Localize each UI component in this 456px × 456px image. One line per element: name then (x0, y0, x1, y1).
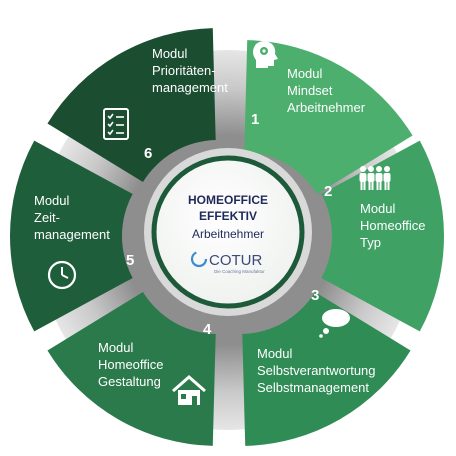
segment-shape-4 (47, 291, 216, 446)
segment-shape-2 (321, 140, 445, 332)
module-6-label-line-3: management (152, 80, 228, 95)
house-icon (172, 375, 206, 405)
module-2-number: 2 (324, 183, 332, 200)
center-title-line2: EFFEKTIV (199, 209, 257, 223)
module-6-number: 6 (144, 145, 152, 162)
module-1-label-line-3: Arbeitnehmer (287, 100, 366, 115)
module-1-label-line-1: Modul (287, 66, 323, 81)
module-5-label-line-2: Zeit- (34, 210, 60, 225)
module-3-number: 3 (311, 287, 319, 304)
module-3-label-line-1: Modul (257, 346, 293, 361)
head-gears-icon (253, 41, 278, 68)
module-2-label-line-2: Homeoffice (360, 218, 426, 233)
module-2-label-line-1: Modul (360, 201, 396, 216)
module-4-label-line-3: Gestaltung (98, 374, 161, 389)
logo-swirl-icon (190, 250, 208, 268)
module-5-label-line-1: Modul (34, 193, 70, 208)
cotur-logo: COTUR Die Coaching Manufaktur (190, 250, 265, 274)
module-4-label-line-2: Homeoffice (98, 357, 164, 372)
module-1-number: 1 (251, 111, 259, 128)
module-6-label-line-2: Prioritäten- (152, 63, 216, 78)
module-5-number: 5 (126, 252, 134, 269)
module-segments: ModulMindsetArbeitnehmer1ModulHomeoffice… (9, 28, 445, 446)
module-segment-3: ModulSelbstverantwortungSelbstmanagement… (242, 287, 411, 446)
module-3-label-line-2: Selbstverantwortung (257, 363, 376, 378)
module-1-label-line-2: Mindset (287, 83, 333, 98)
module-6-label-line-1: Modul (152, 46, 188, 61)
module-2-label-line-3: Typ (360, 235, 381, 250)
module-4-number: 4 (203, 321, 212, 338)
module-3-label-line-3: Selbstmanagement (257, 380, 369, 395)
checklist-icon (103, 108, 129, 140)
center-circle (151, 155, 305, 309)
logo-tagline: Die Coaching Manufaktur (214, 269, 265, 274)
clock-icon (47, 260, 77, 290)
center-title-line1: HOMEOFFICE (188, 193, 268, 207)
module-5-label-line-3: management (34, 227, 110, 242)
thought-bubble-icon (319, 309, 350, 338)
segment-shape-3 (242, 291, 411, 446)
people-group-icon (359, 166, 391, 190)
logo-text: COTUR (209, 252, 262, 269)
segment-shape-5 (9, 140, 133, 332)
module-4-label-line-1: Modul (98, 340, 134, 355)
center-subtitle: Arbeitnehmer (192, 227, 264, 241)
segment-shape-1 (244, 40, 413, 195)
segment-shape-6 (47, 28, 216, 183)
